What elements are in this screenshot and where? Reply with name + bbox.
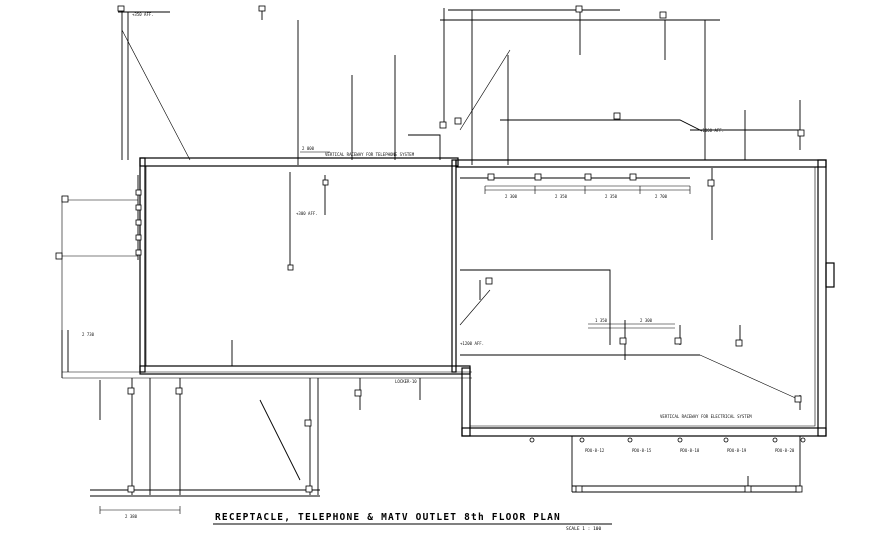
circuit-label-2: PDU-8-12 (585, 448, 605, 453)
dim-right-c: 2 350 (605, 194, 618, 199)
dimension-lines (99, 151, 691, 514)
dim-mid-b: 2 300 (640, 318, 653, 323)
exterior-walls (139, 157, 835, 437)
conduit-runs (56, 8, 801, 497)
dim-left: 2 730 (82, 332, 95, 337)
annotation-labels: 2 000 2 730 2 380 2 300 2 350 2 350 2 70… (82, 12, 795, 519)
dim-top-left-run: 2 000 (302, 146, 315, 151)
dim-bottom-left: 2 380 (125, 514, 138, 519)
outlet-symbols (55, 5, 805, 493)
note-electrical: VERTICAL RACEWAY FOR ELECTRICAL SYSTEM (660, 414, 752, 419)
wall-outlets-bottom (529, 437, 806, 443)
circuit-label-5: PDU-8-19 (727, 448, 747, 453)
circuit-label-6: PDU-8-20 (775, 448, 795, 453)
title-block: RECEPTACLE, TELEPHONE & MATV OUTLET 8th … (213, 512, 612, 532)
drawing-scale: SCALE 1 : 100 (566, 526, 602, 532)
height-label-1: +350 AFF. (132, 12, 154, 17)
circuit-label-1: LOCKER-10 (395, 379, 417, 384)
drawing-title: RECEPTACLE, TELEPHONE & MATV OUTLET 8th … (215, 512, 561, 523)
dim-right-a: 2 300 (505, 194, 518, 199)
height-label-4: +1000 AFF. (700, 128, 724, 133)
dim-mid-a: 1 350 (595, 318, 608, 323)
dim-right-b: 2 350 (555, 194, 568, 199)
height-label-3: +300 AFF. (296, 211, 318, 216)
interior-outline (61, 166, 816, 427)
height-label-2: +1200 AFF. (460, 341, 484, 346)
circuit-label-4: PDU-8-18 (680, 448, 700, 453)
dim-right-d: 2 700 (655, 194, 668, 199)
circuit-label-3: PDU-8-15 (632, 448, 652, 453)
note-telephone: VERTICAL RACEWAY FOR TELEPHONE SYSTEM (325, 152, 415, 157)
